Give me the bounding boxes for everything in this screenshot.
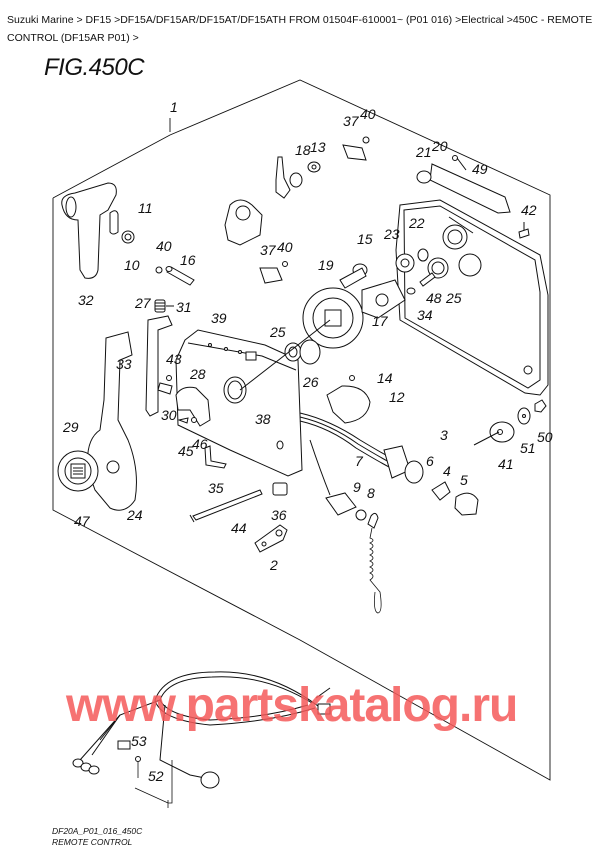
callout-part-39[interactable]: 39 bbox=[211, 310, 227, 326]
callout-part-15[interactable]: 15 bbox=[357, 231, 373, 247]
lever-part bbox=[275, 156, 321, 199]
callout-part-27[interactable]: 27 bbox=[134, 295, 152, 311]
callout-part-47[interactable]: 47 bbox=[74, 513, 91, 529]
callout-part-40[interactable]: 40 bbox=[277, 239, 293, 255]
callout-part-26[interactable]: 26 bbox=[302, 374, 319, 390]
callout-part-14[interactable]: 14 bbox=[377, 370, 393, 386]
callout-part-3[interactable]: 3 bbox=[440, 427, 448, 443]
callout-part-18[interactable]: 18 bbox=[295, 142, 311, 158]
clip-36 bbox=[272, 482, 288, 496]
callout-part-32[interactable]: 32 bbox=[78, 292, 94, 308]
breadcrumb-text[interactable]: Suzuki Marine > DF15 >DF15A/DF15AR/DF15A… bbox=[7, 14, 593, 44]
callout-part-12[interactable]: 12 bbox=[389, 389, 405, 405]
callout-part-24[interactable]: 24 bbox=[126, 507, 143, 523]
callout-part-37[interactable]: 37 bbox=[260, 242, 277, 258]
callout-part-21[interactable]: 21 bbox=[415, 144, 432, 160]
throttle-lever-part bbox=[57, 315, 173, 511]
damper-washer-part bbox=[473, 399, 547, 446]
callout-part-46[interactable]: 46 bbox=[192, 436, 208, 452]
cam-bracket-part bbox=[224, 199, 288, 284]
callout-part-50[interactable]: 50 bbox=[537, 429, 553, 445]
callout-part-25[interactable]: 25 bbox=[445, 290, 462, 306]
stopper-bracket-part bbox=[342, 136, 370, 161]
callout-part-33[interactable]: 33 bbox=[116, 356, 132, 372]
leader-lines bbox=[134, 760, 173, 808]
callout-part-49[interactable]: 49 bbox=[472, 161, 488, 177]
callout-part-45[interactable]: 45 bbox=[178, 443, 194, 459]
callout-part-10[interactable]: 10 bbox=[124, 257, 140, 273]
collar-part bbox=[239, 319, 331, 391]
callout-part-5[interactable]: 5 bbox=[460, 472, 468, 488]
callout-part-30[interactable]: 30 bbox=[161, 407, 177, 423]
callout-part-7[interactable]: 7 bbox=[355, 453, 364, 469]
callout-part-36[interactable]: 36 bbox=[271, 507, 287, 523]
figure-code: DF20A_P01_016_450C bbox=[52, 826, 143, 836]
callout-part-29[interactable]: 29 bbox=[62, 419, 79, 435]
key-switch-part bbox=[383, 445, 479, 516]
callout-part-2[interactable]: 2 bbox=[269, 557, 278, 573]
callout-part-9[interactable]: 9 bbox=[353, 479, 361, 495]
callout-part-17[interactable]: 17 bbox=[372, 313, 389, 329]
plate-2 bbox=[254, 524, 288, 553]
callout-part-40[interactable]: 40 bbox=[360, 106, 376, 122]
bolt-44 bbox=[189, 489, 263, 523]
screw-42 bbox=[518, 222, 530, 239]
main-harness-part bbox=[79, 671, 331, 781]
callout-part-28[interactable]: 28 bbox=[189, 366, 206, 382]
callout-part-37[interactable]: 37 bbox=[343, 113, 360, 129]
callout-part-42[interactable]: 42 bbox=[521, 202, 537, 218]
callout-part-22[interactable]: 22 bbox=[408, 215, 425, 231]
callout-part-11[interactable]: 11 bbox=[138, 200, 153, 216]
figure-title: FIG.450C bbox=[44, 54, 145, 81]
stop-switch-part bbox=[325, 492, 379, 529]
callout-part-53[interactable]: 53 bbox=[131, 733, 147, 749]
callout-part-6[interactable]: 6 bbox=[426, 453, 434, 469]
assembly-frame bbox=[52, 79, 551, 781]
callout-part-19[interactable]: 19 bbox=[318, 257, 334, 273]
callout-part-23[interactable]: 23 bbox=[383, 226, 400, 242]
figure-caption: REMOTE CONTROL bbox=[52, 837, 133, 847]
callout-part-43[interactable]: 43 bbox=[166, 351, 182, 367]
handle-grip-part bbox=[61, 182, 135, 279]
callout-part-35[interactable]: 35 bbox=[208, 480, 224, 496]
callout-part-13[interactable]: 13 bbox=[310, 139, 326, 155]
callout-part-48[interactable]: 48 bbox=[426, 290, 442, 306]
spring-part bbox=[154, 299, 174, 313]
callout-part-40[interactable]: 40 bbox=[156, 238, 172, 254]
neutral-cam-part bbox=[157, 375, 211, 427]
lanyard-coil bbox=[369, 527, 382, 614]
watermark: www.partskatalog.ru bbox=[66, 679, 518, 732]
arm-plate-part bbox=[416, 155, 511, 234]
callout-part-20[interactable]: 20 bbox=[431, 138, 448, 154]
callout-part-44[interactable]: 44 bbox=[231, 520, 247, 536]
callout-part-31[interactable]: 31 bbox=[176, 299, 192, 315]
callout-part-16[interactable]: 16 bbox=[180, 252, 196, 268]
callout-part-1[interactable]: 1 bbox=[170, 99, 178, 115]
callout-part-41[interactable]: 41 bbox=[498, 456, 514, 472]
callout-part-52[interactable]: 52 bbox=[148, 768, 164, 784]
bracket-35 bbox=[204, 445, 227, 469]
callout-part-38[interactable]: 38 bbox=[255, 411, 271, 427]
buzzer-part bbox=[326, 375, 371, 424]
breadcrumb[interactable]: Suzuki Marine > DF15 >DF15A/DF15AR/DF15A… bbox=[7, 11, 597, 47]
switch-wiring bbox=[299, 412, 396, 496]
gear-disc-part bbox=[302, 263, 406, 349]
harness-connectors bbox=[72, 703, 331, 789]
friction-assembly bbox=[395, 248, 449, 295]
callout-part-34[interactable]: 34 bbox=[417, 307, 433, 323]
callout-part-8[interactable]: 8 bbox=[367, 485, 375, 501]
pin-part bbox=[155, 266, 195, 286]
right-cover-part bbox=[395, 199, 549, 396]
callout-part-51[interactable]: 51 bbox=[520, 440, 536, 456]
callout-part-25[interactable]: 25 bbox=[269, 324, 286, 340]
callout-part-4[interactable]: 4 bbox=[443, 463, 451, 479]
